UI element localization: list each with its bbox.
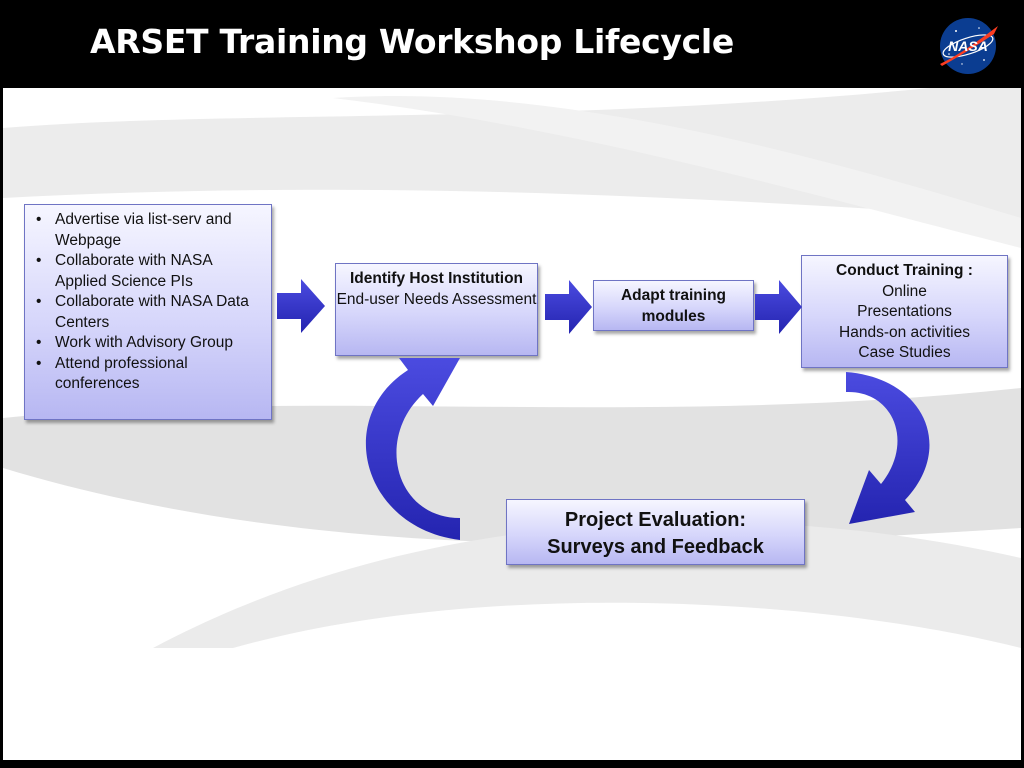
outreach-item: Work with Advisory Group — [33, 333, 265, 354]
right-arrow-icon — [277, 279, 325, 333]
evaluation-line-2: Surveys and Feedback — [547, 536, 764, 558]
nasa-logo: NASA — [940, 18, 998, 74]
training-item: Presentations — [857, 303, 952, 320]
training-title: Conduct Training : — [836, 262, 973, 279]
training-item: Hands-on activities — [839, 323, 970, 341]
training-item: Case Studies — [858, 344, 951, 361]
training-item: Online — [882, 282, 927, 300]
conduct-training-box: Conduct Training : Online Presentations … — [801, 255, 1008, 368]
right-arrow-icon — [545, 280, 592, 334]
curved-arrow-down-icon — [846, 372, 930, 524]
host-subtitle: End-user Needs Assessment — [336, 290, 537, 308]
adapt-title: Adapt training modules — [620, 287, 727, 325]
outreach-item: Collaborate with NASA Applied Science PI… — [33, 251, 265, 292]
host-title: Identify Host Institution — [349, 270, 524, 287]
flow-arrows — [277, 279, 930, 540]
outreach-list: Advertise via list-serv and Webpage Coll… — [33, 210, 265, 395]
curved-arrow-up-icon — [365, 358, 460, 540]
outreach-box: Advertise via list-serv and Webpage Coll… — [24, 204, 272, 420]
evaluation-line-1: Project Evaluation: — [564, 509, 747, 531]
nasa-logo-text: NASA — [948, 38, 988, 54]
outreach-item: Attend professional conferences — [33, 354, 265, 395]
outreach-item: Advertise via list-serv and Webpage — [33, 210, 265, 251]
header-bar: ARSET Training Workshop Lifecycle NASA — [0, 0, 1024, 88]
slide-title: ARSET Training Workshop Lifecycle — [90, 22, 734, 61]
outreach-item: Collaborate with NASA Data Centers — [33, 292, 265, 333]
project-evaluation-box: Project Evaluation: Surveys and Feedback — [506, 499, 805, 565]
right-arrow-icon — [755, 280, 802, 334]
diagram-area: Advertise via list-serv and Webpage Coll… — [3, 88, 1021, 760]
adapt-modules-box: Adapt training modules — [593, 280, 754, 331]
identify-host-box: Identify Host Institution End-user Needs… — [335, 263, 538, 356]
